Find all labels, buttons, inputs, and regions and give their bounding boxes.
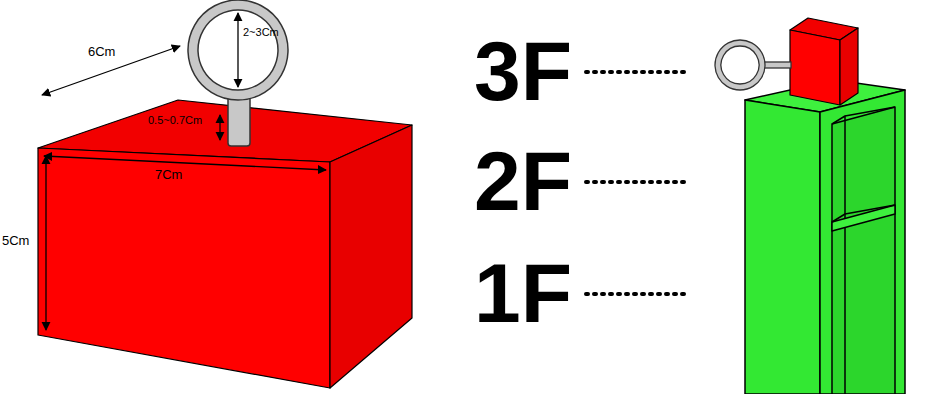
- dimension-label: 7Cm: [155, 168, 182, 181]
- floor-leaders: [586, 72, 690, 294]
- dimension-arrows: [42, 13, 326, 330]
- floor-label: 3F: [474, 29, 572, 113]
- eye-bolt: [188, 0, 288, 146]
- red-box: [38, 100, 412, 388]
- red-cube: [790, 18, 858, 105]
- floor-label: 2F: [474, 139, 572, 223]
- dimension-label: 2~3Cm: [243, 27, 279, 38]
- dimension-label: 0.5~0.7Cm: [148, 115, 202, 126]
- green-shelf: [745, 80, 905, 394]
- dimension-label: 6Cm: [88, 45, 115, 58]
- floor-label: 1F: [474, 251, 572, 335]
- side-ring: [715, 40, 791, 90]
- dimension-label: 5Cm: [2, 234, 29, 247]
